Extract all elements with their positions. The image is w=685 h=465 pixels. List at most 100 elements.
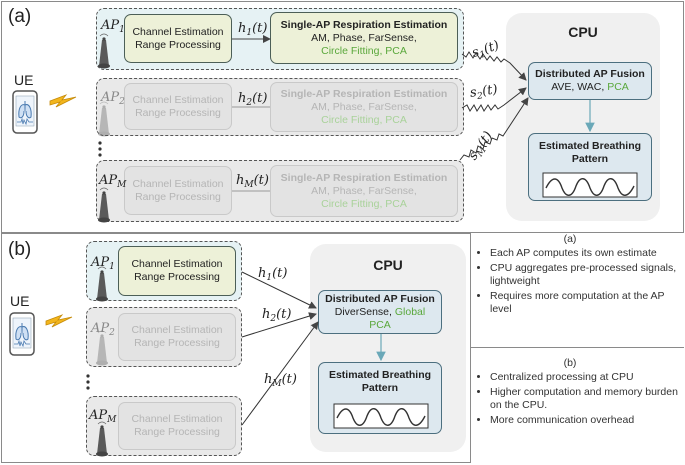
panel-a-letter: (a) [8, 6, 32, 27]
note-item: More communication overhead [490, 414, 683, 427]
panel-a-ce-box-2: Channel Estimation Range Processing [124, 83, 232, 130]
fusion-methods-line: DiverSense, Global [335, 306, 425, 319]
sap-methods: AM, Phase, FarSense, [311, 100, 417, 113]
fusion-methods-line: AVE, WAC, PCA [551, 81, 629, 94]
fusion-green-2: PCA [369, 318, 391, 331]
ce-line-1: Channel Estimation [132, 25, 224, 38]
panel-b-ap-label-1: AP1 [91, 255, 115, 272]
ce-line-1: Channel Estimation [131, 324, 223, 336]
pattern-line-1: Estimated Breathing [328, 369, 432, 381]
panel-a-ap-label-1: AP1 [101, 18, 125, 35]
h-base: h [236, 173, 245, 188]
h-base: h [238, 21, 247, 36]
h-arg: (t) [252, 21, 268, 36]
sap-green-methods: Circle Fitting, PCA [321, 44, 407, 57]
note-item: Requires more computation at the AP leve… [490, 290, 683, 316]
ce-line-2: Range Processing [135, 190, 221, 203]
panel-a-frame [1, 1, 684, 233]
ap-sub: 2 [109, 328, 115, 338]
ce-line-2: Range Processing [135, 106, 221, 119]
panel-a-h-label-2: h2(t) [238, 91, 267, 108]
note-item: Centralized processing at CPU [490, 371, 683, 384]
ap-sub: M [107, 415, 117, 425]
ce-line-2: Range Processing [134, 337, 220, 349]
ce-line-1: Channel Estimation [132, 93, 224, 106]
sap-green-methods: Circle Fitting, PCA [321, 197, 407, 210]
ap-base: AP [101, 90, 120, 105]
pattern-line-2: Pattern [571, 153, 609, 165]
sap-title: Single-AP Respiration Estimation [280, 87, 448, 100]
panel-b-notes: Centralized processing at CPU Higher com… [478, 371, 683, 429]
h-arg: (t) [253, 173, 269, 188]
panel-a-sap-box-2: Single-AP Respiration Estimation AM, Pha… [270, 82, 458, 132]
h-arg: (t) [272, 266, 288, 281]
h-arg: (t) [276, 307, 292, 322]
panel-b-divider [470, 233, 471, 347]
panel-a-ue-label: UE [14, 72, 34, 88]
pattern-line-2: Pattern [361, 382, 399, 394]
panel-a-sap-box-3: Single-AP Respiration Estimation AM, Pha… [270, 165, 458, 217]
fusion-methods: AVE, WAC, [551, 81, 605, 93]
panel-b-fusion-box: Distributed AP Fusion DiverSense, Global… [318, 290, 442, 334]
h-sub: 1 [246, 28, 253, 38]
ap-sub: 1 [109, 262, 115, 272]
sap-green-methods: Circle Fitting, PCA [321, 113, 407, 126]
ce-line-1: Channel Estimation [131, 258, 223, 270]
panel-b-ce-box-3: Channel Estimation Range Processing [118, 402, 236, 450]
ap-base: AP [91, 255, 110, 270]
h-sub: 2 [246, 98, 253, 108]
ap-base: AP [91, 321, 110, 336]
ap-sub: 2 [119, 97, 125, 107]
panel-a-fusion-box: Distributed AP Fusion AVE, WAC, PCA [528, 62, 652, 100]
panel-a-sap-box-1: Single-AP Respiration Estimation AM, Pha… [270, 12, 458, 64]
panel-b-letter: (b) [8, 239, 32, 260]
panel-a-h-label-3: hM(t) [236, 173, 269, 190]
fusion-green: PCA [607, 81, 629, 93]
h-arg: (t) [281, 372, 297, 387]
panel-a-ce-box-3: Channel Estimation Range Processing [124, 166, 232, 215]
panel-a-notes: Each AP computes its own estimate CPU ag… [478, 247, 683, 318]
note-item: Each AP computes its own estimate [490, 247, 683, 260]
ce-line-1: Channel Estimation [131, 413, 223, 425]
panel-b-ue-label: UE [10, 293, 30, 309]
panel-a-notes-title: (a) [563, 233, 577, 245]
ap-sub: 1 [119, 25, 125, 35]
panel-b-h-label-1: h1(t) [258, 266, 287, 283]
cpu-title: CPU [568, 24, 598, 40]
sap-title: Single-AP Respiration Estimation [280, 18, 448, 31]
note-item: Higher computation and memory burden on … [490, 386, 683, 412]
ce-line-2: Range Processing [135, 38, 221, 51]
s-arg: (t) [481, 82, 499, 100]
panel-b-ce-box-1: Channel Estimation Range Processing [118, 246, 236, 296]
panel-b-divider-h [470, 347, 684, 348]
fusion-title: Distributed AP Fusion [535, 68, 645, 80]
ap-sub: M [117, 180, 127, 190]
cpu-title: CPU [373, 257, 403, 273]
fusion-green: Global [394, 305, 426, 318]
ap-base: AP [89, 408, 108, 423]
pattern-line-1: Estimated Breathing [538, 140, 642, 152]
panel-b-notes-title: (b) [563, 357, 577, 369]
ce-line-1: Channel Estimation [132, 177, 224, 190]
ce-line-2: Range Processing [134, 426, 220, 438]
ce-line-2: Range Processing [134, 271, 220, 283]
panel-b-h-label-2: h2(t) [262, 307, 291, 324]
sap-methods: AM, Phase, FarSense, [311, 31, 417, 44]
panel-a-ap-label-2: AP2 [101, 90, 125, 107]
panel-b-ce-box-2: Channel Estimation Range Processing [118, 313, 236, 361]
panel-a-pattern-box: Estimated Breathing Pattern [528, 133, 652, 201]
panel-b-h-label-3: hM(t) [264, 372, 297, 389]
ap-base: AP [101, 18, 120, 33]
ap-base: AP [99, 173, 118, 188]
panel-a-ce-box-1: Channel Estimation Range Processing [124, 14, 232, 63]
h-sub: M [272, 379, 282, 389]
panel-a-h-label-1: h1(t) [238, 21, 267, 38]
panel-a-ap-label-3: APM [99, 173, 126, 190]
fusion-title: Distributed AP Fusion [325, 292, 435, 305]
sap-title: Single-AP Respiration Estimation [280, 171, 448, 184]
fusion-methods: DiverSense, [334, 305, 392, 318]
panel-b-ap-label-3: APM [89, 408, 116, 425]
h-base: h [238, 91, 247, 106]
h-sub: M [244, 180, 254, 190]
